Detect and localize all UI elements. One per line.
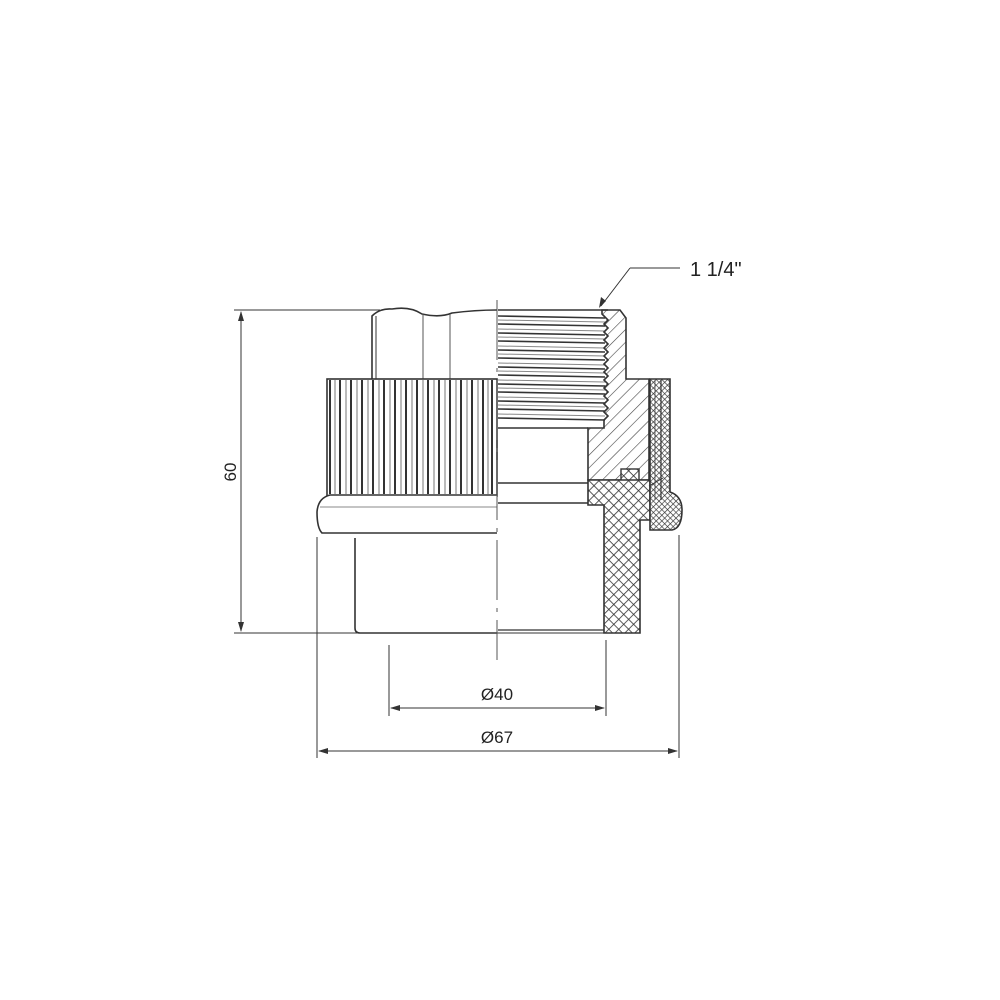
height-dimension: 60	[221, 309, 610, 634]
outer-diameter-dimension: Ø67	[316, 535, 680, 758]
knurled-nut-exterior	[326, 378, 498, 497]
height-dimension-label: 60	[221, 463, 240, 482]
collar-ring-exterior	[316, 494, 497, 534]
cross-section	[497, 309, 683, 634]
outer-diameter-label: Ø67	[481, 728, 513, 747]
nut-shell-section	[649, 378, 683, 531]
hex-nut-exterior	[371, 307, 498, 380]
external-thread	[497, 309, 608, 429]
socket-body-exterior	[354, 538, 497, 634]
thread-callout: 1 1/4"	[599, 259, 742, 308]
inner-diameter-label: Ø40	[481, 685, 513, 704]
inner-diameter-dimension: Ø40	[388, 640, 607, 716]
thread-size-label: 1 1/4"	[690, 259, 742, 281]
plastic-body-section	[587, 479, 651, 634]
